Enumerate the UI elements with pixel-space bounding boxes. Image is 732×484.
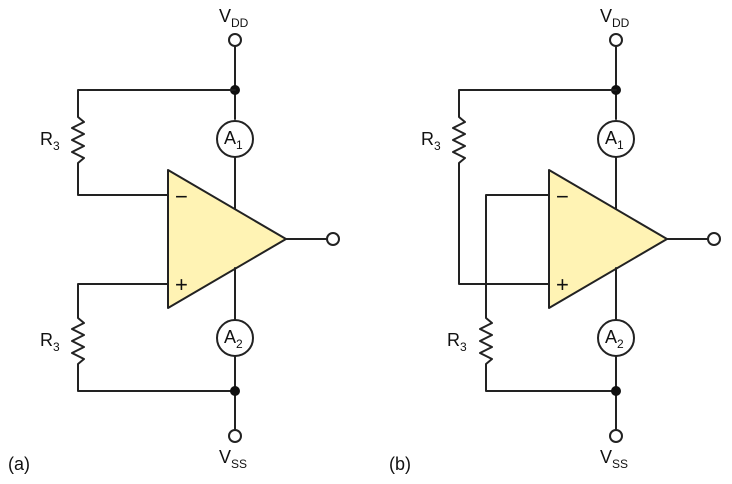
circuit-a-label: (a) (8, 454, 30, 474)
vdd-label-b: VDD (600, 6, 630, 30)
vss-label-b: VSS (600, 447, 628, 471)
vdd-terminal-a (228, 33, 242, 47)
circuit-b: VDD R3 A1 R3 − + A2 (389, 6, 721, 474)
junction-bottom-a (230, 386, 240, 396)
output-terminal-a (326, 232, 340, 246)
resistor-top-label-a: R3 (40, 129, 60, 153)
junction-bottom-b (611, 386, 621, 396)
resistor-top-label-b: R3 (421, 129, 441, 153)
resistor-top-a (71, 89, 236, 196)
resistor-bottom-label-b: R3 (447, 330, 467, 354)
circuit-b-label: (b) (389, 454, 411, 474)
ammeter-a1-label-a: A1 (224, 128, 243, 152)
input-minus-b: − (556, 184, 569, 209)
ammeter-a2-label-b: A2 (605, 327, 624, 351)
resistor-bottom-b (479, 194, 617, 392)
vss-terminal-b (609, 429, 623, 443)
input-plus-b: + (556, 272, 569, 297)
input-minus-a: − (175, 184, 188, 209)
resistor-bottom-a (71, 283, 236, 392)
input-plus-a: + (175, 272, 188, 297)
resistor-bottom-label-a: R3 (40, 330, 60, 354)
vdd-terminal-b (609, 33, 623, 47)
op-amp-b (548, 169, 668, 309)
vss-label-a: VSS (219, 447, 247, 471)
output-terminal-b (707, 232, 721, 246)
vdd-label-a: VDD (219, 6, 249, 30)
ammeter-a1-label-b: A1 (605, 128, 624, 152)
ammeter-a2-label-a: A2 (224, 327, 243, 351)
circuit-a: VDD R3 A1 R3 − + A2 (8, 6, 340, 474)
op-amp-a (167, 169, 287, 309)
resistor-top-b (452, 89, 617, 285)
vss-terminal-a (228, 429, 242, 443)
